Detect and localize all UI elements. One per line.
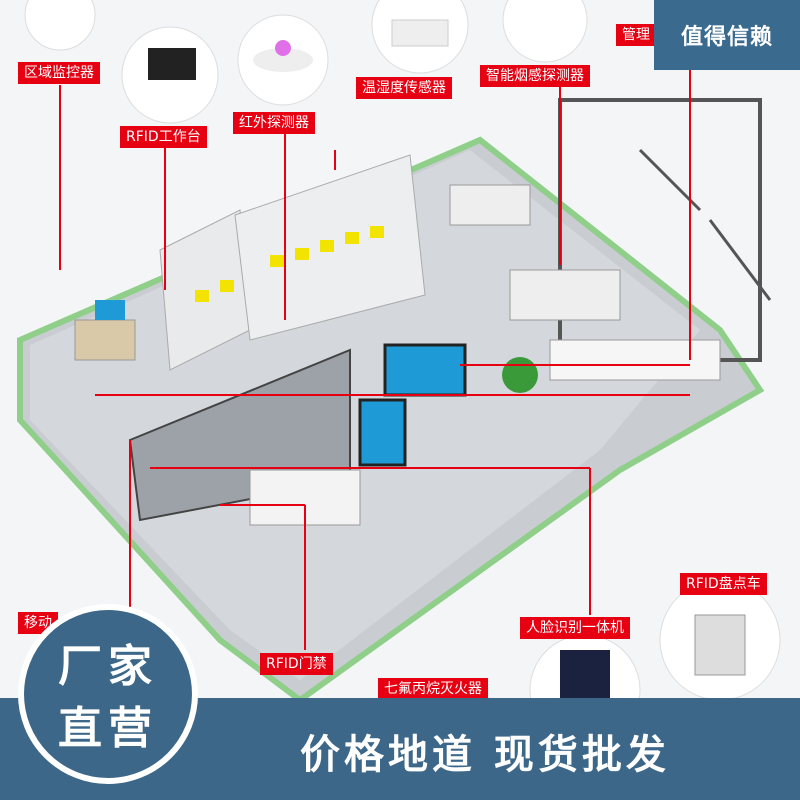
plant: [502, 357, 538, 393]
label-zone-monitor: 区域监控器: [18, 62, 100, 84]
display-screen: [358, 343, 467, 467]
label-rfid-gate: RFID门禁: [260, 653, 333, 675]
factory-direct-badge: 厂家 直营: [18, 604, 198, 784]
trust-badge: 值得信赖: [654, 0, 800, 70]
slogan-text: 价格地道 现货批发: [300, 732, 670, 778]
label-smoke-detector: 智能烟感探测器: [480, 65, 590, 87]
label-rfid-cart: RFID盘点车: [680, 573, 767, 595]
label-face-terminal: 人脸识别一体机: [520, 617, 630, 639]
label-ir-detector: 红外探测器: [233, 112, 315, 134]
mobile-shelving: [159, 154, 426, 371]
badge-line-1: 厂家: [58, 641, 158, 692]
label-fire-suppression: 七氟丙烷灭火器: [378, 678, 488, 700]
label-management: 管理: [616, 24, 656, 46]
badge-line-2: 直营: [58, 703, 158, 754]
label-rfid-workstation: RFID工作台: [120, 126, 207, 148]
label-temp-humidity: 温湿度传感器: [356, 77, 452, 99]
